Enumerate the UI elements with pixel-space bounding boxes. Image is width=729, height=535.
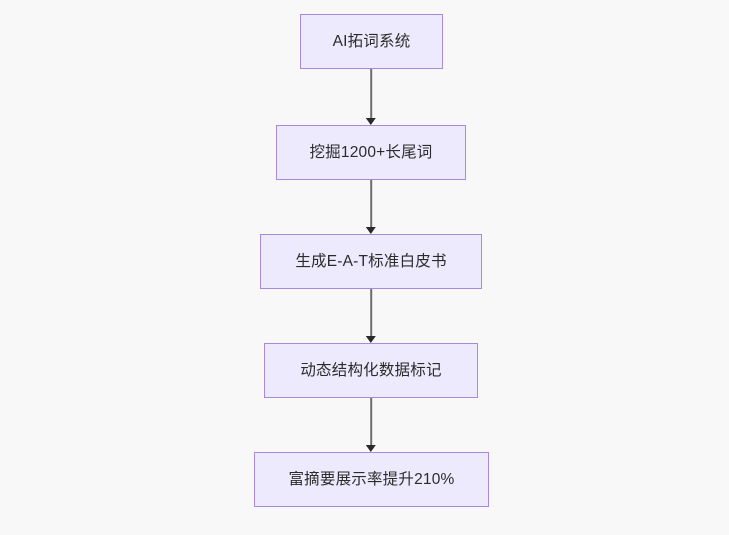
arrowhead-icon [365, 335, 376, 343]
arrowhead-icon [365, 117, 376, 125]
flow-node-label: 生成E-A-T标准白皮书 [295, 252, 447, 270]
edge-line [370, 180, 372, 228]
flow-node-label: AI拓词系统 [332, 32, 411, 50]
flow-node-label: 动态结构化数据标记 [300, 361, 442, 379]
edge-line [370, 289, 372, 337]
flow-node-rich-snippet-rate-increase[interactable]: 富摘要展示率提升210% [254, 452, 489, 507]
flow-node-label: 挖掘1200+长尾词 [309, 143, 433, 161]
arrowhead-icon [365, 444, 376, 452]
flow-node-ai-keyword-system[interactable]: AI拓词系统 [300, 14, 443, 69]
arrowhead-icon [365, 226, 376, 234]
flow-node-dynamic-structured-data-markup[interactable]: 动态结构化数据标记 [264, 343, 478, 398]
flow-node-label: 富摘要展示率提升210% [288, 470, 455, 488]
flow-node-mine-longtail-keywords[interactable]: 挖掘1200+长尾词 [276, 125, 466, 180]
flow-node-generate-eat-whitepaper[interactable]: 生成E-A-T标准白皮书 [260, 234, 482, 289]
edge-line [370, 398, 372, 446]
edge-line [370, 69, 372, 119]
